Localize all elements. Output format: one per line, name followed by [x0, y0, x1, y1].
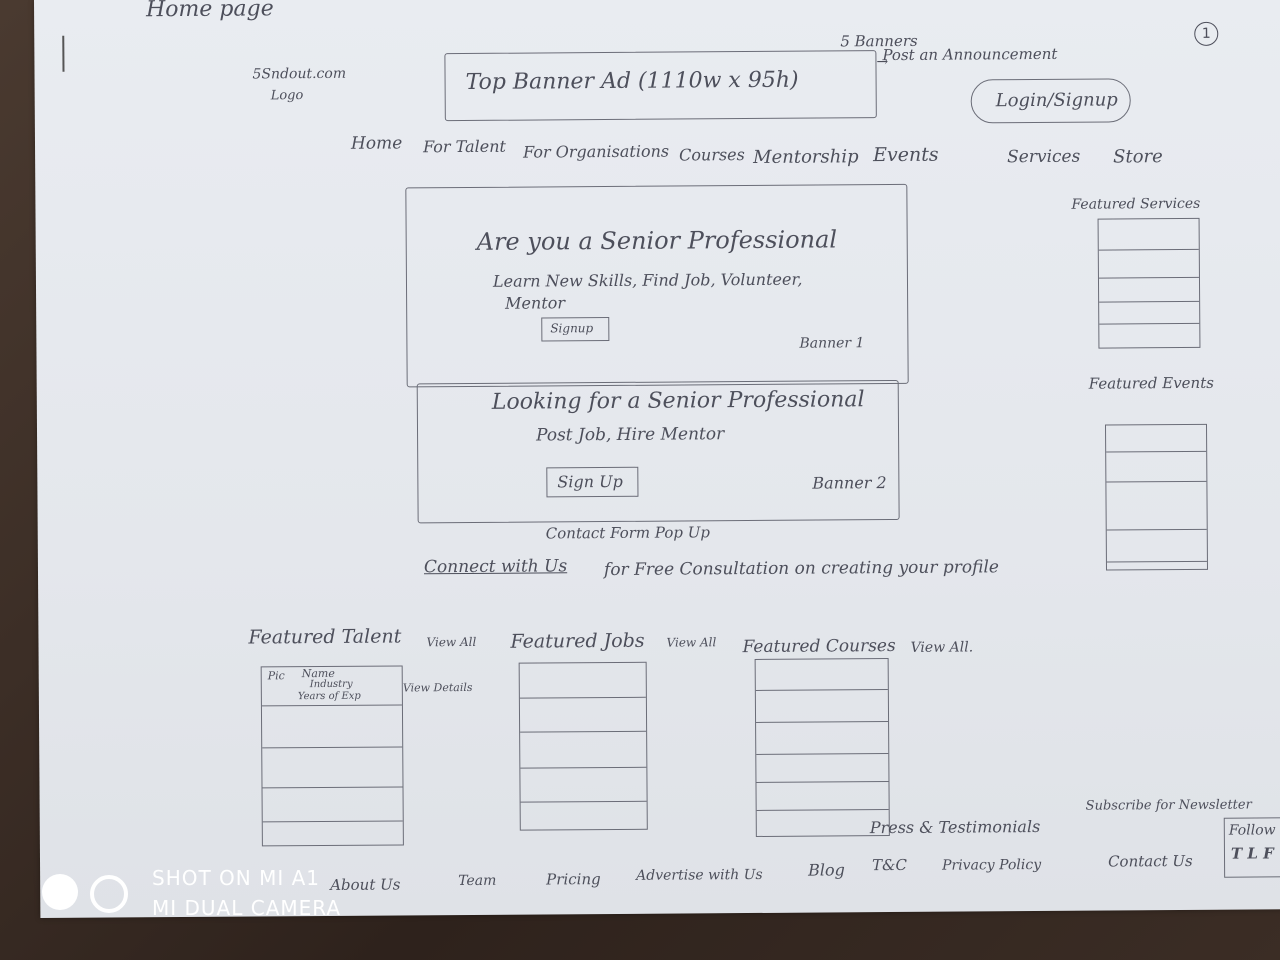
- featured-courses-view-all[interactable]: View All.: [910, 639, 974, 656]
- list-divider: [756, 753, 889, 755]
- list-divider: [1106, 528, 1207, 531]
- nav-courses[interactable]: Courses: [679, 145, 745, 165]
- banner-2-sub: Post Job, Hire Mentor: [535, 424, 725, 446]
- page-label: Home page: [145, 0, 274, 23]
- list-divider: [261, 704, 402, 707]
- list-divider: [1099, 322, 1200, 325]
- featured-jobs-view-all[interactable]: View All: [666, 635, 717, 650]
- featured-talent-list[interactable]: Pic Name Industry Years of Exp: [260, 665, 404, 847]
- list-divider: [519, 696, 646, 699]
- footer-tc[interactable]: T&C: [871, 855, 907, 875]
- list-divider: [262, 746, 403, 749]
- featured-jobs-title: Featured Jobs: [510, 629, 645, 653]
- featured-jobs-list[interactable]: [518, 661, 648, 831]
- footer-contact-us[interactable]: Contact Us: [1107, 851, 1193, 871]
- arrow-icon: →: [876, 54, 889, 71]
- logo-site[interactable]: 5Sndout.com: [252, 65, 347, 83]
- banner-2-signup-label: Sign Up: [557, 471, 623, 492]
- list-divider: [756, 781, 889, 783]
- press-testimonials-note: Press & Testimonials: [869, 816, 1041, 838]
- talent-years: Years of Exp: [297, 690, 361, 703]
- banner-1-signup-label: Signup: [550, 321, 594, 336]
- banner-1[interactable]: Are you a Senior Professional Learn New …: [405, 183, 909, 388]
- list-divider: [520, 766, 647, 769]
- talent-view-details[interactable]: View Details: [402, 680, 473, 695]
- watermark-line-2: MI DUAL CAMERA: [152, 896, 342, 920]
- watermark-line-1: SHOT ON MI A1: [152, 866, 321, 890]
- list-divider: [520, 730, 647, 733]
- announcement-note: Post an Announcement: [882, 44, 1058, 65]
- filled-circle-icon: [42, 874, 78, 910]
- footer-privacy-policy[interactable]: Privacy Policy: [942, 856, 1042, 874]
- talent-pic: Pic: [267, 669, 285, 683]
- featured-services-list[interactable]: [1097, 217, 1201, 349]
- featured-courses-list[interactable]: [754, 658, 890, 837]
- nav-for-talent[interactable]: For Talent: [422, 136, 506, 157]
- nav-events[interactable]: Events: [873, 143, 939, 167]
- list-divider: [262, 786, 403, 789]
- follow-social: T L F: [1230, 844, 1274, 863]
- logo-label: Logo: [270, 88, 304, 104]
- featured-talent-view-all[interactable]: View All: [426, 634, 477, 650]
- footer-team[interactable]: Team: [458, 872, 497, 890]
- banner-2[interactable]: Looking for a Senior Professional Post J…: [416, 379, 900, 524]
- banner-2-signup-button[interactable]: Sign Up: [546, 466, 639, 498]
- ring-circle-icon: [90, 875, 128, 913]
- list-divider: [1106, 480, 1207, 483]
- nav-store[interactable]: Store: [1113, 146, 1163, 168]
- list-divider: [262, 820, 403, 823]
- contact-popup-note: Contact Form Pop Up: [545, 523, 711, 543]
- list-divider: [1099, 300, 1200, 303]
- top-banner-text: Top Banner Ad (1110w x 95h): [465, 67, 799, 95]
- top-banner-ad[interactable]: Top Banner Ad (1110w x 95h): [444, 50, 877, 122]
- login-signup-label: Login/Signup: [995, 89, 1118, 112]
- page-number: 1: [1194, 21, 1219, 46]
- list-divider: [755, 689, 888, 691]
- nav-home[interactable]: Home: [350, 133, 403, 154]
- footer-advertise[interactable]: Advertise with Us: [636, 866, 763, 884]
- banner-1-tag: Banner 1: [799, 335, 865, 352]
- follow-box[interactable]: Follow T L F: [1223, 817, 1280, 878]
- nav-for-organisations[interactable]: For Organisations: [523, 141, 670, 162]
- featured-talent-title: Featured Talent: [248, 625, 402, 649]
- featured-courses-title: Featured Courses: [742, 636, 896, 658]
- nav-services[interactable]: Services: [1007, 146, 1081, 168]
- list-divider: [1098, 276, 1199, 279]
- list-divider: [756, 809, 889, 811]
- banner-1-heading: Are you a Senior Professional: [476, 225, 838, 256]
- banner-2-tag: Banner 2: [812, 473, 887, 493]
- list-divider: [1098, 248, 1199, 251]
- newsletter-note[interactable]: Subscribe for Newsletter: [1085, 797, 1252, 814]
- login-signup-button[interactable]: Login/Signup: [970, 78, 1131, 124]
- list-divider: [520, 800, 647, 803]
- banner-2-heading: Looking for a Senior Professional: [491, 387, 865, 415]
- banner-1-sub: Learn New Skills, Find Job, Volunteer,: [492, 269, 803, 291]
- camera-watermark: SHOT ON MI A1 MI DUAL CAMERA: [40, 862, 360, 932]
- featured-services-title: Featured Services: [1071, 195, 1201, 213]
- follow-label: Follow: [1228, 822, 1276, 839]
- connect-description: for Free Consultation on creating your p…: [603, 557, 1000, 581]
- footer-blog[interactable]: Blog: [808, 860, 845, 880]
- featured-events-title: Featured Events: [1088, 373, 1214, 393]
- talent-industry: Industry: [309, 678, 353, 691]
- list-divider: [1106, 450, 1207, 453]
- list-divider: [756, 721, 889, 723]
- nav-mentorship[interactable]: Mentorship: [753, 146, 859, 168]
- banner-1-sub2: Mentor: [505, 293, 566, 313]
- list-divider: [1106, 560, 1207, 563]
- sketch-paper: Home page 1 5Sndout.com Logo Top Banner …: [34, 0, 1280, 918]
- connect-with-us-link[interactable]: Connect with Us: [423, 556, 568, 578]
- footer-pricing[interactable]: Pricing: [546, 870, 601, 889]
- featured-events-list[interactable]: [1104, 423, 1209, 571]
- banner-1-signup-button[interactable]: Signup: [541, 316, 610, 342]
- margin-mark: [62, 35, 65, 72]
